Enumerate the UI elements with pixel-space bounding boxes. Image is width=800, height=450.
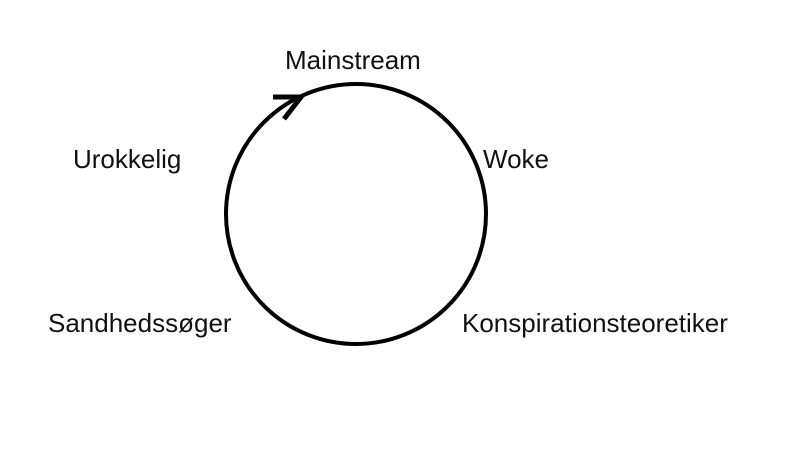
label-konspirationsteoretiker: Konspirationsteoretiker — [462, 308, 728, 338]
label-urokkelig: Urokkelig — [73, 144, 182, 174]
label-woke: Woke — [483, 144, 549, 174]
arrowhead-icon — [273, 94, 307, 121]
label-mainstream: Mainstream — [285, 45, 421, 75]
cycle-circle — [224, 82, 488, 346]
label-sandhedssoger: Sandhedssøger — [48, 308, 232, 338]
